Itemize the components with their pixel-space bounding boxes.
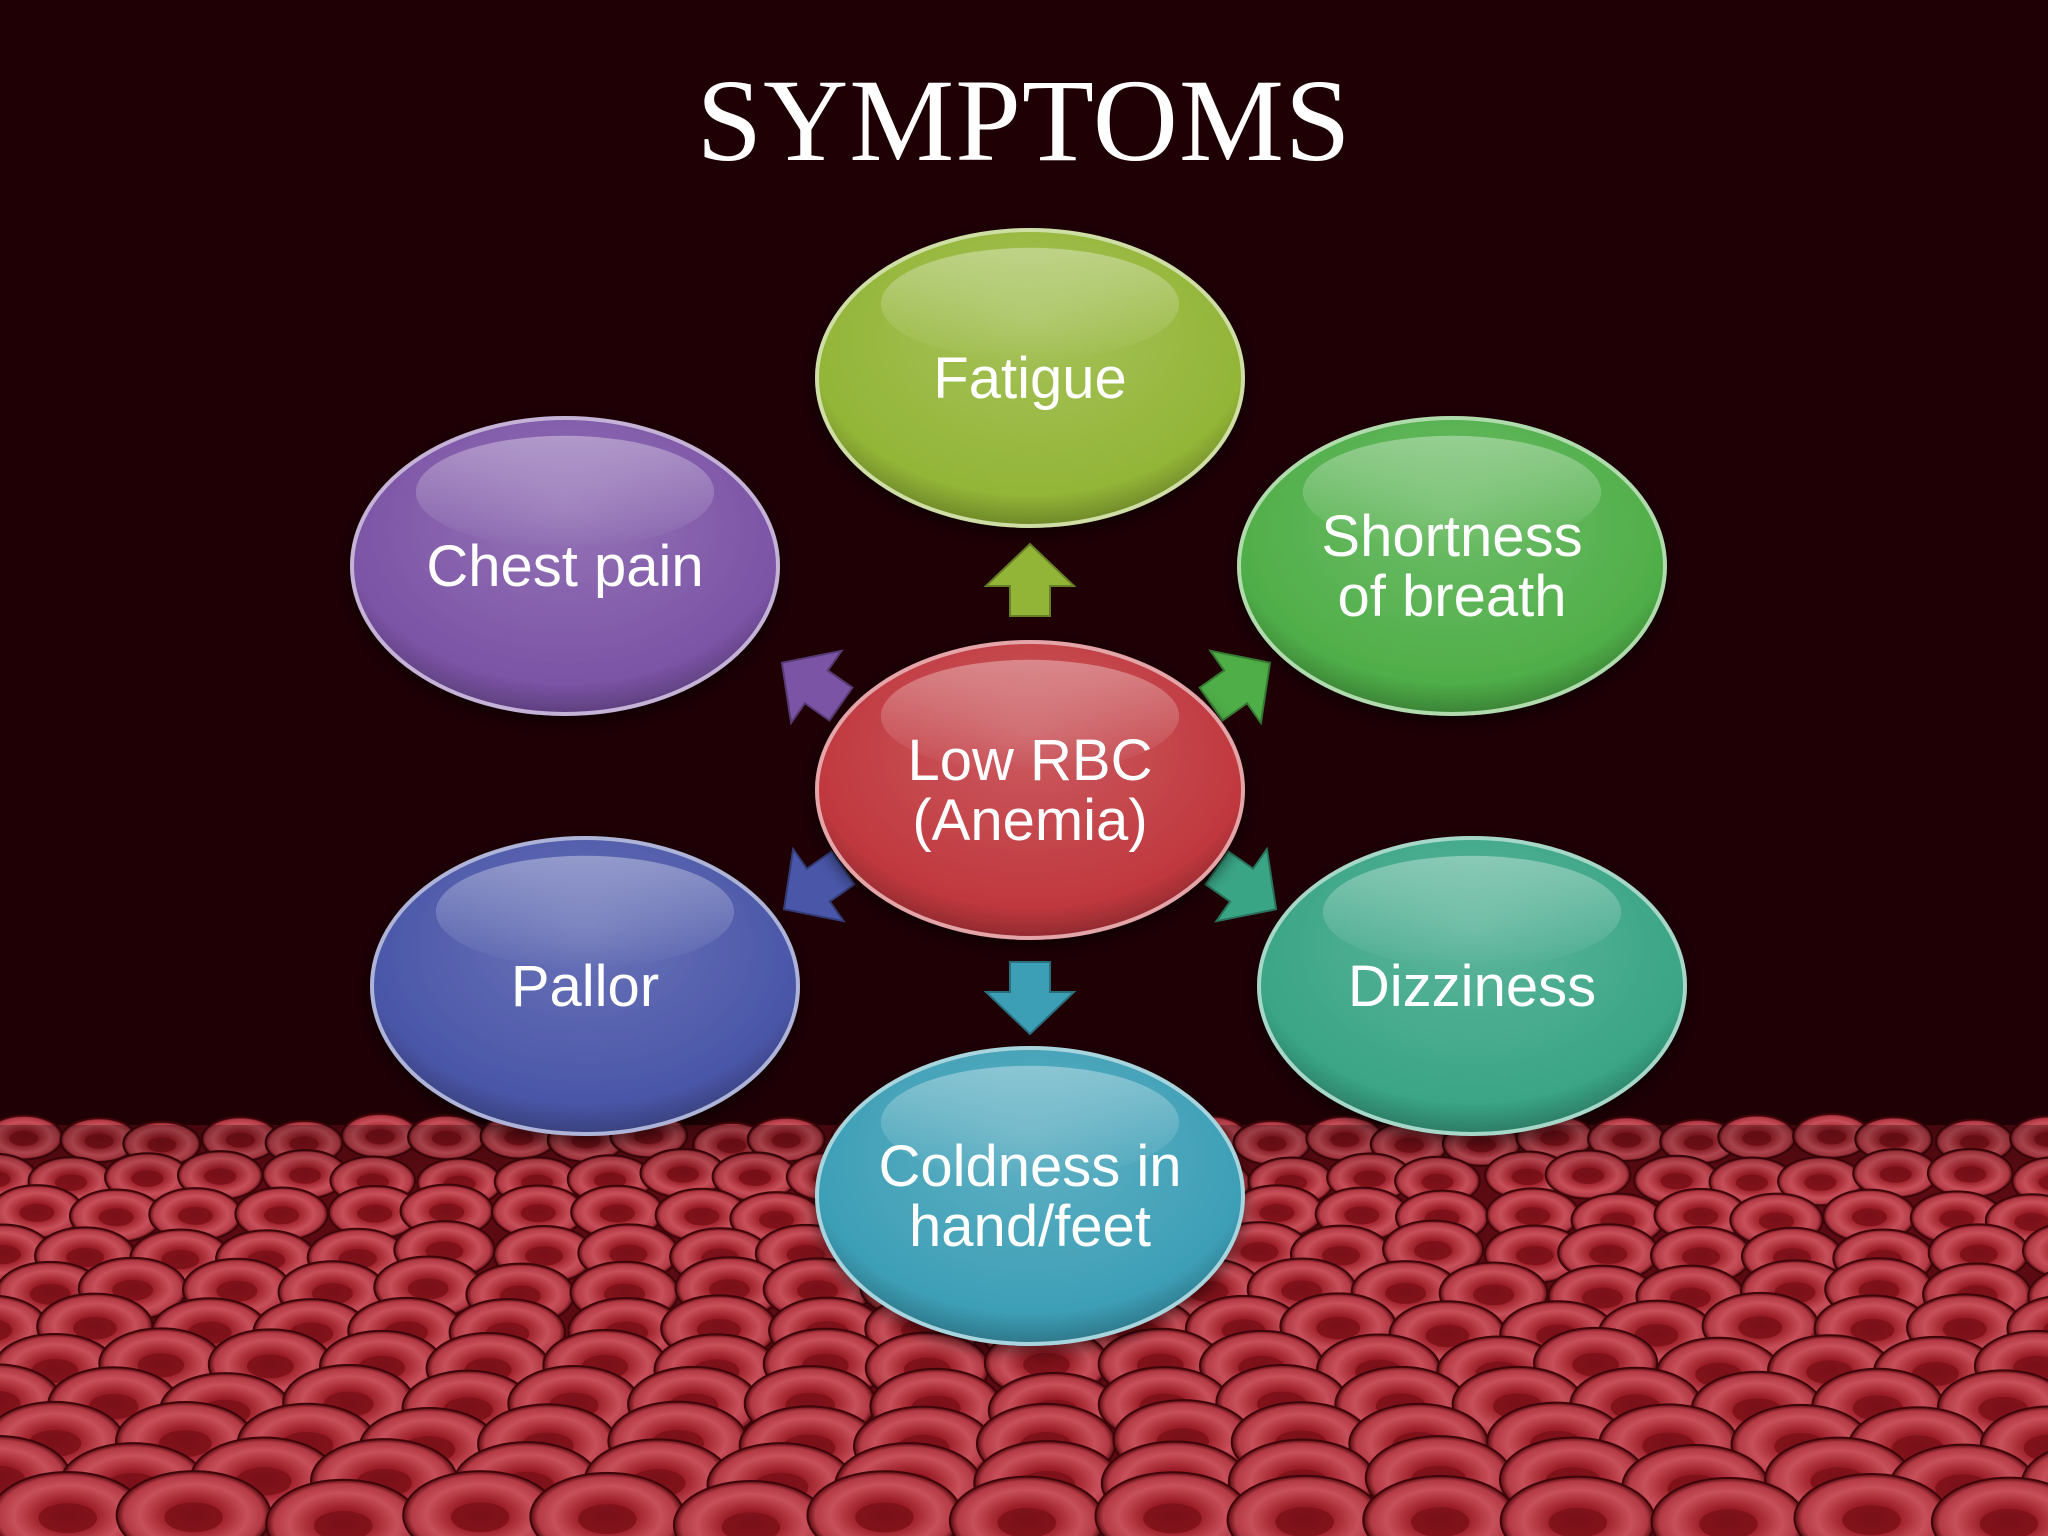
blood-cell-dimple: [684, 1207, 720, 1226]
blood-cell-dimple: [0, 1244, 21, 1265]
blood-cell-dimple: [73, 1317, 117, 1340]
blood-cell-dimple: [1385, 1282, 1427, 1304]
blood-cell-dimple: [137, 1353, 185, 1378]
blood-cell-dimple: [758, 1210, 795, 1229]
blood-cell-dimple: [1850, 1318, 1895, 1342]
node-center-low-rbc: Low RBC(Anemia): [815, 640, 1245, 940]
node-chest-label: Chest pain: [426, 534, 703, 599]
node-chest: Chest pain: [350, 416, 780, 716]
blood-cell-dimple: [1548, 1507, 1607, 1536]
blood-cell-dimple: [1683, 1207, 1719, 1226]
node-coldness-label: hand/feet: [909, 1194, 1151, 1259]
blood-cell-dimple: [525, 1246, 564, 1266]
node-pallor: Pallor: [370, 836, 800, 1136]
node-shortness-label: of breath: [1338, 564, 1567, 629]
blood-cell-dimple: [1959, 1244, 1998, 1265]
node-center-low-rbc-label: (Anemia): [912, 788, 1147, 853]
arrow-icon-coldness: [983, 961, 1077, 1036]
node-fatigue-label: Fatigue: [933, 346, 1126, 411]
blood-cell-dimple: [997, 1507, 1057, 1536]
blood-cell-dimple: [1939, 1210, 1975, 1229]
blood-cell-dimple: [2014, 1213, 2048, 1231]
blood-cell-dimple: [246, 1354, 294, 1379]
blood-cell-dimple: [1473, 1284, 1515, 1306]
blood-cell-dimple: [1699, 1509, 1758, 1536]
node-center-low-rbc-label: Low RBC: [908, 728, 1153, 793]
blood-cell-dimple: [1851, 1208, 1887, 1227]
blood-cell-dimple: [0, 1320, 13, 1341]
blood-cell-dimple: [38, 1503, 97, 1534]
blood-cell-dimple: [177, 1206, 213, 1225]
node-pallor-label: Pallor: [511, 954, 659, 1019]
blood-cell-dimple: [1143, 1503, 1202, 1534]
blood-cell-dimple: [1425, 1324, 1470, 1348]
blood-cell-dimple: [450, 1502, 510, 1533]
blood-cell-dimple: [98, 1208, 134, 1227]
node-dizziness-label: Dizziness: [1348, 954, 1596, 1019]
node-shortness-label: Shortness: [1321, 504, 1582, 569]
blood-cell-dimple: [1758, 1212, 1795, 1231]
blood-cell-dimple: [66, 1247, 105, 1268]
arrow-icon-pallor: [782, 846, 856, 923]
blood-cell-dimple: [429, 1203, 465, 1222]
blood-cell-dimple: [609, 1244, 648, 1265]
blood-cell-dimple: [797, 1280, 839, 1302]
blood-cell-dimple: [357, 1204, 393, 1223]
blood-cell-dimple: [161, 1249, 200, 1270]
blood-cell-dimple: [1979, 1508, 2039, 1536]
blood-cell: [2021, 1224, 2048, 1277]
blood-cell-dimple: [1321, 1245, 1360, 1266]
blood-cell-dimple: [112, 1279, 154, 1301]
blood-cell-dimple: [1942, 1317, 1987, 1341]
node-fatigue: Fatigue: [815, 228, 1245, 528]
blood-cell-dimple: [264, 1206, 300, 1225]
blood-cell-dimple: [1344, 1206, 1380, 1225]
blood-cell-dimple: [1023, 1352, 1070, 1377]
blood-cell-dimple: [1581, 1287, 1623, 1309]
blood-cell-dimple: [1411, 1507, 1470, 1536]
arrow-icon-dizziness: [1204, 846, 1278, 923]
node-coldness-label: Coldness in: [878, 1134, 1181, 1199]
blood-cell-dimple: [1589, 1244, 1628, 1265]
blood-cell-dimple: [313, 1510, 373, 1536]
arrow-icon-fatigue: [983, 542, 1077, 617]
blood-cell-dimple: [721, 1512, 781, 1536]
blood-cell-dimple: [1515, 1245, 1554, 1266]
blood-cell-dimple: [1738, 1316, 1783, 1339]
blood-cell-dimple: [19, 1203, 55, 1222]
blood-cell-dimple: [216, 1280, 258, 1302]
blood-cell-dimple: [407, 1278, 449, 1300]
blood-cell-dimple: [1634, 1324, 1679, 1347]
page-title: SYMPTOMS: [696, 55, 1352, 186]
blood-cell-dimple: [599, 1204, 635, 1223]
arrow-icon-chest: [780, 649, 854, 726]
blood-cell-dimple: [1414, 1240, 1453, 1261]
blood-cell-dimple: [1275, 1506, 1334, 1536]
blood-cell-dimple: [164, 1502, 223, 1533]
blood-cell-dimple: [1681, 1247, 1721, 1267]
node-dizziness: Dizziness: [1257, 836, 1687, 1136]
blood-cell-dimple: [855, 1502, 914, 1533]
blood-cell-dimple: [1316, 1316, 1361, 1340]
blood-cell-dimple: [578, 1504, 637, 1534]
arrows-group: [780, 542, 1278, 1036]
blood-cell-dimple: [1259, 1204, 1295, 1222]
blood-cell-dimple: [1240, 1242, 1279, 1262]
blood-cell-dimple: [1515, 1207, 1551, 1226]
blood-cell-dimple: [520, 1204, 556, 1223]
blood-cell-dimple: [1842, 1505, 1901, 1536]
arrow-icon-shortness: [1198, 649, 1272, 726]
